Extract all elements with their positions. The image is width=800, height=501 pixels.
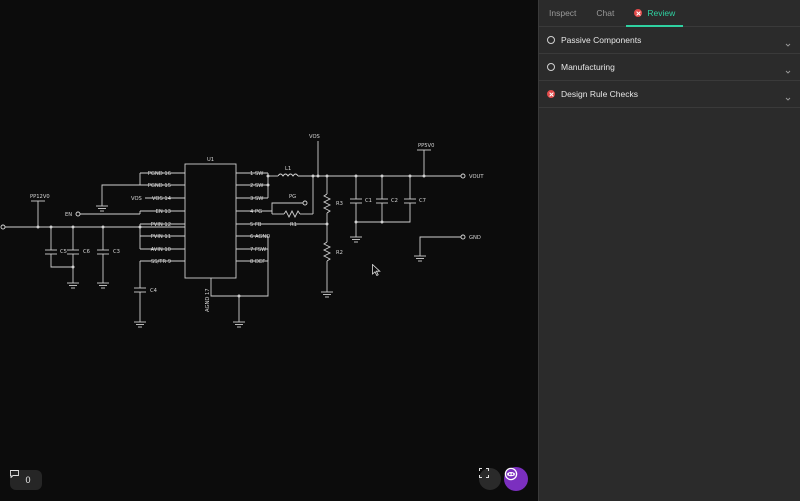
comment-count: 0	[25, 475, 31, 485]
section-manufacturing[interactable]: Manufacturing	[539, 54, 800, 81]
chevron-down-icon	[784, 36, 792, 47]
u1-pin-right-3: 3 SW	[250, 196, 263, 202]
section-passive-components[interactable]: Passive Components	[539, 27, 800, 54]
section-design-rule-checks[interactable]: Design Rule Checks	[539, 81, 800, 108]
u1-pin-left-2: PGND 15	[148, 183, 171, 189]
ref-c3: C3	[113, 249, 120, 255]
u1-pin-left-3: VOS 14	[152, 196, 172, 202]
ref-c7: C7	[419, 198, 426, 204]
net-label-pp5v0: PP5V0	[418, 143, 434, 149]
net-label-pg: PG	[289, 194, 296, 200]
tab-label: Review	[647, 8, 676, 18]
ref-c1: C1	[365, 198, 372, 204]
schematic-canvas[interactable]: U1 PGND 16 PGND 15 VOS 14 EN 13 PVIN 12 …	[0, 0, 538, 501]
ref-l1: L1	[285, 166, 291, 172]
section-label: Manufacturing	[561, 62, 615, 72]
u1-pin-left-8: SS/TR 9	[151, 259, 171, 265]
u1-pin-left-6: PVIN 11	[151, 234, 171, 240]
chevron-down-icon	[784, 90, 792, 101]
ref-c6: C6	[83, 249, 90, 255]
net-label-vos-top: VOS	[309, 134, 320, 140]
u1-pin-left-4: EN 13	[156, 209, 171, 215]
u1-pin-left-1: PGND 16	[148, 171, 171, 177]
ref-c4: C4	[150, 288, 158, 294]
panel-body	[539, 108, 800, 501]
ref-c5: C5	[60, 249, 67, 255]
u1-pin-left-5: PVIN 12	[151, 222, 171, 228]
fullscreen-button[interactable]	[479, 468, 501, 490]
panel-tabs: Inspect Chat Review	[539, 0, 800, 27]
u1-ref: U1	[207, 157, 214, 163]
schematic-drawing: U1 PGND 16 PGND 15 VOS 14 EN 13 PVIN 12 …	[0, 134, 484, 328]
pending-circle-icon	[547, 63, 555, 71]
pending-circle-icon	[547, 36, 555, 44]
comments-button[interactable]: 0	[10, 470, 42, 490]
tab-label: Chat	[596, 8, 615, 18]
error-x-icon	[634, 9, 643, 17]
net-label-vos-left: VOS	[131, 196, 142, 202]
u1-pin-right-8: 8 DEF	[250, 259, 265, 265]
section-label: Design Rule Checks	[561, 89, 639, 99]
u1-pin-right-5: 5 FB	[250, 222, 262, 228]
u1-pin-left-7: AVIN 10	[151, 247, 171, 253]
u1-pin-right-2: 2 SW	[250, 183, 263, 189]
u1-pin-right-1: 1 SW	[250, 171, 263, 177]
ai-assistant-button[interactable]	[504, 467, 528, 491]
u1-pin-bottom: AGND 17	[205, 288, 211, 312]
ref-r1: R1	[290, 222, 297, 228]
tab-chat[interactable]: Chat	[586, 0, 624, 26]
ref-r2: R2	[336, 250, 343, 256]
net-label-gnd: GND	[469, 235, 481, 241]
u1-pin-right-6: 6 AGND	[250, 234, 270, 240]
tab-inspect[interactable]: Inspect	[539, 0, 586, 26]
u1-pin-right-7: 7 FSW	[250, 247, 266, 253]
u1-pin-right-4: 4 PG	[250, 209, 262, 215]
net-label-vout: VOUT	[469, 174, 484, 180]
ref-c2: C2	[391, 198, 398, 204]
net-label-pp12v0: PP12V0	[30, 194, 50, 200]
review-panel: Inspect Chat Review Passive Components M…	[538, 0, 800, 501]
net-label-en: EN	[65, 212, 72, 218]
error-x-icon	[547, 90, 555, 98]
u1-body	[184, 163, 237, 279]
tab-label: Inspect	[549, 8, 577, 18]
ref-r3: R3	[336, 201, 343, 207]
chevron-down-icon	[784, 63, 792, 74]
tab-review[interactable]: Review	[624, 0, 685, 27]
section-label: Passive Components	[561, 35, 642, 45]
